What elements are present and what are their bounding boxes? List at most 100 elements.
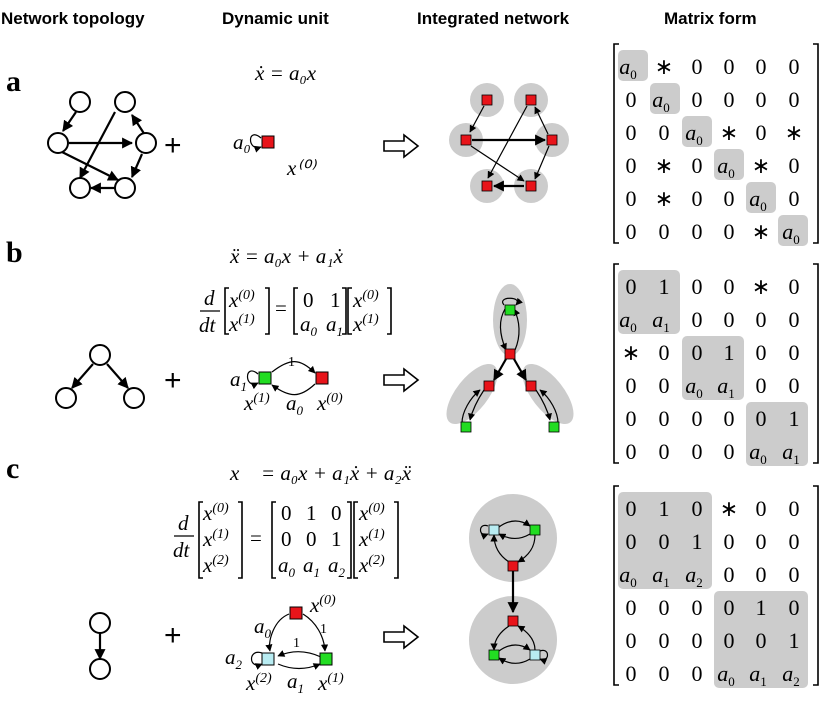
matrix-cell: 0 [756,340,767,365]
equation-c: x⃛ = a₀x + a₁ẋ + a₂ẍ [229,461,412,485]
hollow-right-arrow-icon [383,625,419,649]
svg-text:1: 1 [331,527,342,551]
matrix-cell: 0 [692,274,703,299]
matrix-cell: 0 [659,661,670,686]
matrix-block-highlight [714,149,744,180]
svg-text:d: d [204,286,215,310]
cyan-unit [261,652,275,666]
matrix-cell: ∗ [752,219,770,244]
matrix-cell: ∗ [752,153,770,178]
svg-text:0: 0 [331,501,342,525]
plus-sign: + [164,364,182,397]
svg-text:x(1): x(1) [352,312,379,336]
matrix-cell: 0 [789,373,800,398]
matrix-cell: ∗ [785,120,803,145]
edge-label-one: 1 [288,355,295,370]
matrix-cell: 0 [692,595,703,620]
green-unit [319,652,333,666]
matrix-cell: 0 [789,274,800,299]
svg-text:a0: a0 [286,391,304,418]
matrix-cell: 0 [692,153,703,178]
panel-label-c: c [6,452,19,485]
matrix-cell: 0 [756,529,767,554]
svg-text:x(2): x(2) [358,553,385,577]
svg-text:0: 0 [281,527,292,551]
topology-node [69,177,91,199]
svg-text:a0: a0 [300,312,318,339]
equation-b: ẍ = a₀x + a₁ẋ [229,244,344,268]
matrix-cell: 0 [724,406,735,431]
matrix-cell: 0 [659,340,670,365]
svg-text:=: = [275,296,287,320]
matrix-cell: 0 [724,219,735,244]
matrix-cell: 0 [756,120,767,145]
topology-node [135,132,157,154]
matrix-block-highlight [746,402,808,466]
matrix-cell: 0 [692,87,703,112]
matrix-block-highlight [682,116,712,147]
matrix-cell: 0 [626,595,637,620]
matrix-cell: 0 [789,562,800,587]
svg-text:dt: dt [199,313,217,337]
matrix-cell: 0 [692,496,703,521]
dynamic-unit-c: 1 1 a0 x(0) a2 x(2) a1 x(1) [225,593,344,696]
svg-text:a1: a1 [326,312,343,339]
svg-text:x(0): x(0) [358,501,385,525]
matrix-cell: 0 [659,406,670,431]
matrix-cell: 0 [724,628,735,653]
matrix-cell: 0 [659,120,670,145]
topology-node [123,387,145,409]
matrix-cell: 0 [756,562,767,587]
state-space-equation-b: d dt x(0) x(1) = 0 1 a0 a1 x(0) x(1) [199,286,392,339]
matrix-cell: 0 [724,274,735,299]
header-network-topology: Network topology [1,9,145,28]
svg-text:a1: a1 [287,669,304,696]
matrix-cell: 1 [789,406,800,431]
matrix-cell: 0 [626,628,637,653]
unit-variable-x0: x⁽⁰⁾ [286,156,317,180]
plus-sign: + [164,129,182,162]
matrix-block-highlight [650,83,680,114]
matrix-cell: 0 [724,439,735,464]
topology-node [89,344,111,366]
matrix-cell: 0 [724,529,735,554]
svg-text:0: 0 [303,288,314,312]
header-matrix-form: Matrix form [664,9,757,28]
matrix-cell: 0 [724,562,735,587]
matrix-cell: 0 [626,661,637,686]
matrix-cell: 0 [789,496,800,521]
matrix-cell: 0 [659,373,670,398]
svg-text:a0: a0 [278,553,296,580]
svg-text:a0: a0 [254,614,272,641]
matrix-cell: 0 [659,439,670,464]
matrix-cell: 0 [724,307,735,332]
matrix-cell: ∗ [720,496,738,521]
svg-text:x(1): x(1) [202,527,229,551]
svg-text:0: 0 [306,527,317,551]
edge-label-one: 1 [293,636,300,651]
state-space-equation-c: d dt x(0) x(1) x(2) = 0 1 0 0 0 1 a0 a1 … [173,501,399,580]
svg-text:x(2): x(2) [245,671,272,695]
dynamic-unit-a: a₀ x⁽⁰⁾ [233,130,317,180]
matrix-cell: 0 [626,373,637,398]
svg-text:x(1): x(1) [243,391,270,415]
matrix-cell: 0 [626,406,637,431]
matrix-cell: 1 [724,340,735,365]
red-unit [289,606,303,620]
svg-text:x(1): x(1) [228,312,255,336]
topology-node [89,658,111,680]
unit-coefficient-a0: a₀ [233,130,251,154]
matrix-cell: 0 [626,496,637,521]
svg-text:x(1): x(1) [358,527,385,551]
matrix-cell: 0 [626,529,637,554]
matrix-cell: 0 [789,529,800,554]
matrix-cell: ∗ [655,54,673,79]
matrix-cell: 0 [626,219,637,244]
matrix-cell: 0 [692,54,703,79]
matrix-cell: ∗ [655,186,673,211]
topology-node [89,612,111,634]
matrix-cell: 0 [789,153,800,178]
